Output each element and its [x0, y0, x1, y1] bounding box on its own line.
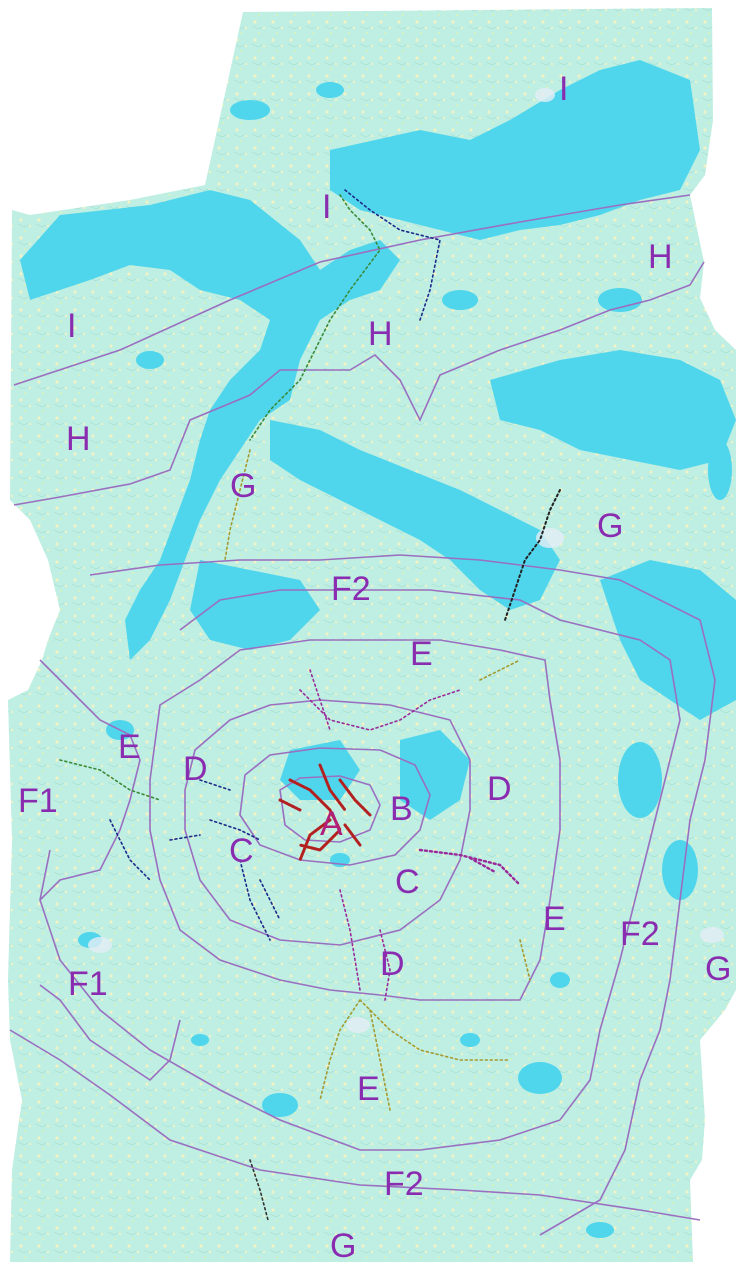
route-north-mixed: [299, 689, 461, 731]
zone-label-F1-west: F1: [18, 782, 58, 820]
zone-label-F2-north: F2: [331, 570, 371, 608]
zone-label-C-west: C: [229, 832, 254, 870]
route-northeast-dark: [504, 489, 561, 621]
zone-label-D-east: D: [487, 770, 512, 808]
zone-label-I-top: I: [322, 188, 331, 226]
zone-label-G-south: G: [330, 1227, 356, 1265]
boundary-E-D: [149, 639, 561, 1001]
route-east-olive: [479, 659, 531, 981]
route-center-a: [278, 763, 372, 862]
zone-label-F2-east: F2: [620, 915, 660, 953]
boundary-B-A: [279, 775, 381, 843]
zone-label-I-west: I: [67, 307, 76, 345]
route-north-green: [249, 194, 381, 441]
route-east-purple: [418, 848, 522, 887]
boundary-I-H: [13, 194, 691, 386]
route-southwest-dark: [249, 1159, 269, 1221]
boundary-F1-south: [39, 984, 181, 1082]
zone-label-D-west: D: [183, 750, 208, 788]
transit-routes: [59, 189, 561, 1221]
zone-label-A: A: [320, 805, 343, 843]
zone-label-F1-southwest: F1: [68, 965, 108, 1003]
zone-label-G-north: G: [230, 467, 256, 505]
route-northc-purple: [309, 669, 331, 731]
zone-label-H-east: H: [648, 238, 673, 276]
zone-labels: I I I H H H G G G G F2 F2 F2 F1 F1 E E E…: [18, 70, 731, 1265]
route-west-blue: [199, 779, 281, 941]
zone-label-C-southeast: C: [395, 863, 420, 901]
route-south-purple: [339, 889, 391, 1001]
boundary-C-B: [239, 747, 431, 866]
boundary-G-F2: [89, 554, 716, 1236]
zone-label-H-center: H: [368, 315, 393, 353]
route-west-green: [59, 759, 161, 801]
route-north-olive: [224, 449, 251, 561]
zone-label-G-east: G: [705, 950, 731, 988]
zone-label-F2-south: F2: [384, 1165, 424, 1203]
route-west-dark: [109, 819, 201, 881]
zone-boundaries: [9, 194, 716, 1236]
zone-label-D-south: D: [380, 945, 405, 983]
zone-label-E-north: E: [410, 635, 433, 673]
zone-label-E-south: E: [357, 1070, 380, 1108]
boundary-north-outer: [9, 1029, 701, 1221]
zone-label-G-northeast: G: [597, 507, 623, 545]
route-south-olive: [319, 999, 511, 1111]
boundary-H-G: [13, 261, 705, 506]
region-land: [8, 8, 736, 1262]
water-bodies: [20, 60, 736, 1238]
route-north-dark: [344, 189, 441, 321]
zone-label-B: B: [390, 790, 413, 828]
zone-label-E-east: E: [543, 900, 566, 938]
boundary-F1-F2: [39, 659, 141, 901]
zone-label-E-west: E: [118, 728, 141, 766]
zone-label-I-north: I: [559, 70, 568, 108]
zone-label-H-west: H: [66, 420, 91, 458]
boundary-F2-E: [39, 589, 681, 1151]
